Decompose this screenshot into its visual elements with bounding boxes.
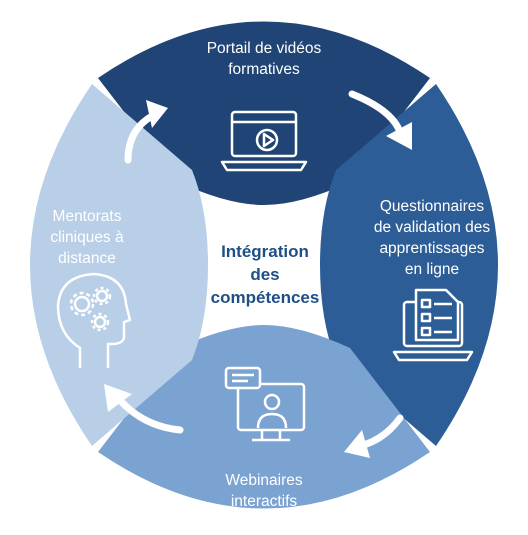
arrow-bottom-to-left (114, 394, 184, 434)
segment-left-label: Mentorats cliniques à distance (50, 208, 124, 267)
arrowhead-left (104, 384, 132, 412)
segment-bottom-label: Webinaires interactifs (225, 472, 303, 510)
head-gears-icon (56, 272, 132, 368)
video-laptop-icon (220, 110, 308, 172)
segment-right (320, 84, 498, 446)
segment-top-label: Portail de vidéos formatives (206, 40, 322, 78)
arrowhead-right (386, 122, 412, 150)
arrow-top-to-right (348, 90, 404, 136)
webinar-monitor-icon (224, 366, 306, 442)
checklist-laptop-icon (392, 288, 474, 362)
arrowhead-top (146, 100, 168, 128)
segment-left (30, 84, 208, 446)
center-label: Intégration des compétences (210, 242, 320, 307)
arrow-left-to-top (124, 112, 156, 164)
segment-right-label: Questionnaires de validation des apprent… (373, 198, 491, 278)
arrowhead-bottom (344, 430, 370, 458)
